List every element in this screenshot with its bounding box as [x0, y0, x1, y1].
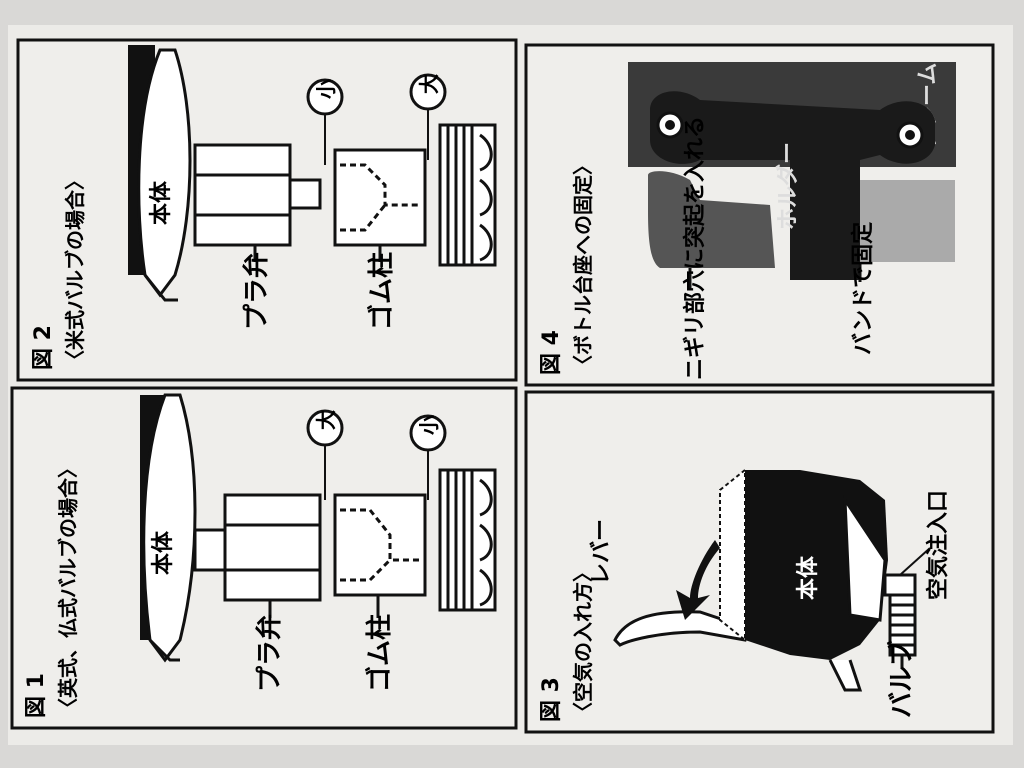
fig2-large-marker [409, 73, 447, 111]
fig1-body-label: 本体 [151, 530, 176, 575]
fig2-rubber-post [333, 148, 427, 247]
fig3-lever-label: レバー [589, 519, 614, 585]
fig3-valve-label: バルブ [886, 640, 917, 718]
fig2-small-label: 小 [314, 79, 338, 99]
fig1-threaded-cap [438, 468, 497, 612]
fig2-plastic-valve-label: プラ弁 [241, 252, 272, 330]
fig4-number: 図 4 [539, 330, 564, 375]
fig1-large-label: 大 [314, 410, 338, 430]
fig2-threaded-cap [438, 123, 497, 267]
fig2-plastic-valve [193, 143, 322, 247]
fig3-number: 図 3 [539, 677, 564, 722]
fig1-subtitle: 〈英式、仏式バルブの場合〉 [56, 458, 80, 718]
fig1-rubber-post [333, 493, 427, 597]
fig3-subtitle: 〈空気の入れ方〉 [571, 562, 595, 722]
fig1-small-marker [409, 414, 447, 452]
fig3-air-inlet-label: 空気注入口 [925, 490, 951, 600]
fig4-band [860, 180, 955, 262]
fig4-subtitle: 〈ボトル台座への固定〉 [571, 155, 595, 375]
fig1-number: 図 1 [24, 673, 49, 718]
fig3-body-label: 本体 [796, 555, 821, 600]
fig2-body-bulb [128, 45, 192, 302]
fig4-grip-note: ニギリ部穴に突起を入れる [682, 116, 708, 380]
fig2-small-marker [306, 78, 344, 116]
fig4-bottle-holder [650, 91, 935, 280]
fig3-pump-body [719, 467, 888, 692]
figure-3: 図 3 〈空気の入れ方〉 レバー 本体 空気注入口 バルブ [524, 390, 995, 734]
figure-4: 図 4 〈ボトル台座への固定〉 フレーム ホルダー ニギリ部穴に突起を入れる バ… [524, 43, 995, 387]
fig1-plastic-valve [193, 493, 322, 602]
fig2-large-label: 大 [417, 74, 441, 94]
fig4-pump-grip [648, 171, 775, 268]
fig4-holder-label: ホルダー [775, 142, 801, 230]
fig3-valve-hose [883, 573, 917, 657]
fig1-small-label: 小 [417, 415, 441, 435]
fig1-rubber-post-label: ゴム柱 [364, 614, 395, 692]
figure-1: 図 1 〈英式、仏式バルブの場合〉 本体 [10, 386, 518, 730]
fig1-body-bulb [140, 393, 197, 663]
figure-2: 図 2 〈米式バルブの場合〉 本体 小 [16, 38, 518, 382]
fig2-rubber-post-label: ゴム柱 [366, 252, 397, 330]
fig2-number: 図 2 [31, 325, 56, 370]
fig2-subtitle: 〈米式バルブの場合〉 [63, 170, 87, 370]
fig1-plastic-valve-label: プラ弁 [254, 614, 285, 692]
fig4-band-note: バンドで固定 [850, 222, 876, 355]
fig3-lever-arrow [676, 540, 720, 620]
fig1-large-marker [306, 409, 344, 447]
fig2-body-label: 本体 [149, 180, 174, 225]
